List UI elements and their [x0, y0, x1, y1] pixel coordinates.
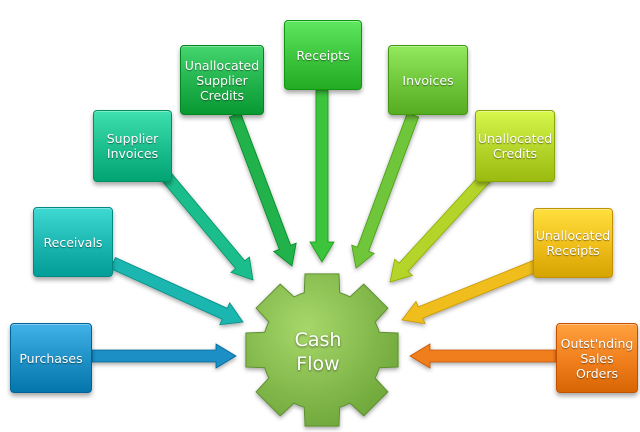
arrow-purchases: [91, 343, 237, 369]
node-invoices: Invoices: [388, 45, 468, 115]
arrow-invoices: [351, 112, 420, 269]
gear-hub-icon: [245, 273, 399, 427]
node-receivals: Receivals: [33, 207, 113, 277]
arrow-receivals: [109, 256, 244, 326]
arrow-outstanding-sales-orders: [409, 343, 557, 369]
node-purchases: Purchases: [10, 323, 92, 393]
hub-label: Cash Flow: [294, 329, 342, 375]
arrow-unallocated-receipts: [401, 256, 546, 325]
arrow-unallocated-supplier-credits: [228, 112, 297, 267]
arrow-supplier-invoices: [159, 170, 254, 281]
node-receipts: Receipts: [284, 20, 362, 90]
node-outstanding-sales-orders: Outst'nding Sales Orders: [556, 323, 638, 393]
arrow-unallocated-credits: [389, 170, 493, 283]
node-unallocated-supplier-credits: Unallocated Supplier Credits: [180, 45, 264, 115]
node-supplier-invoices: Supplier Invoices: [93, 110, 172, 182]
arrow-receipts: [309, 89, 335, 263]
node-unallocated-credits: Unallocated Credits: [475, 110, 555, 182]
node-unallocated-receipts: Unallocated Receipts: [533, 208, 613, 278]
